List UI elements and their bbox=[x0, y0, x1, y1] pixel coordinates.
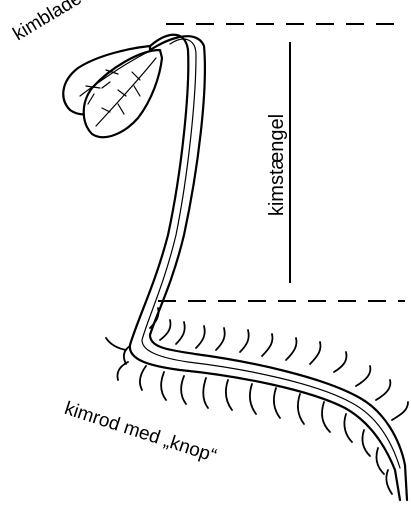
hypocotyl-label: kimstængel bbox=[267, 114, 287, 216]
stem-outline-left bbox=[130, 35, 400, 500]
stem-outline-right bbox=[140, 36, 407, 500]
root-hairs bbox=[106, 308, 408, 494]
stem-vascular-line bbox=[142, 39, 400, 468]
seedling-stem bbox=[130, 35, 407, 500]
cotyledons bbox=[63, 46, 162, 137]
